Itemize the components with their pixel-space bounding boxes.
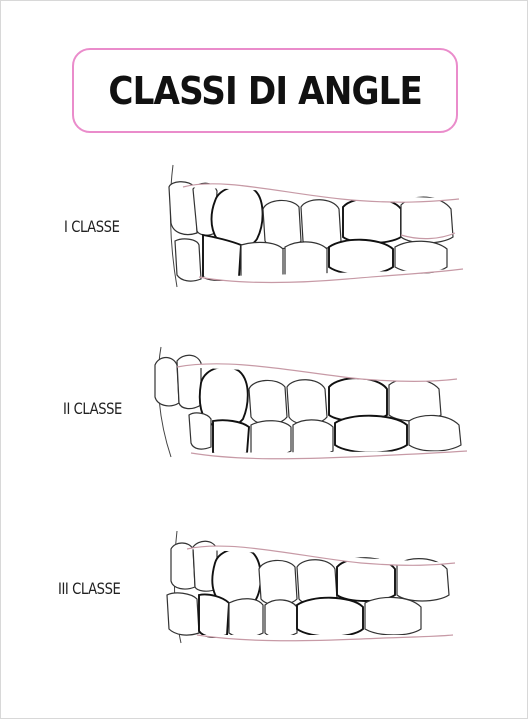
class-1-upper-gum [400, 232, 456, 240]
class-2-dentition [154, 346, 468, 460]
class-3-lower-canine [198, 593, 230, 639]
class-2-lower-premolar [292, 419, 334, 458]
class-1-dentition [168, 164, 464, 288]
class-2-label: II CLASSE [63, 399, 122, 418]
class-1-lower-second-molar [394, 240, 448, 274]
class-3-upper-gum-line [186, 545, 456, 566]
class-1-upper-premolar [300, 199, 342, 250]
class-2-upper-first-molar [328, 377, 388, 422]
class-2-lower-premolar [250, 420, 292, 458]
class-2-lower-gum [190, 450, 468, 460]
class-2-upper-second-molar [388, 378, 442, 422]
class-2-upper-premolar [286, 379, 328, 426]
class-3-lower-gum [196, 634, 454, 642]
class-2-upper-incisor [154, 356, 180, 407]
class-3-lower-first-molar [296, 596, 364, 638]
class-3-label: III CLASSE [58, 579, 121, 598]
class-3-lower-premolar [228, 598, 264, 639]
class-3-lower-premolar [264, 599, 298, 639]
class-2-lower-second-molar [408, 414, 462, 452]
class-2-upper-premolar [248, 379, 288, 426]
class-1-upper-first-molar [342, 197, 402, 244]
class-2-lower-first-molar [334, 414, 408, 454]
class-1-upper-incisor [168, 181, 198, 236]
class-1-lower-incisor [174, 238, 202, 282]
class-3-dentition [166, 530, 456, 644]
title-frame: CLASSI DI ANGLE [72, 48, 458, 133]
class-1-upper-premolar [262, 199, 302, 250]
class-3-upper-premolar [258, 559, 298, 606]
class-2-lower-canine [212, 419, 250, 457]
class-2-upper-gum-line [176, 363, 458, 382]
class-1-lower-gum [198, 268, 464, 284]
class-3-lower-second-molar [364, 596, 422, 636]
class-1-label: I CLASSE [64, 217, 120, 236]
class-2-lower-incisor [188, 412, 212, 450]
page-title: CLASSI DI ANGLE [108, 68, 422, 113]
class-2-upper-incisor [176, 354, 202, 410]
class-1-upper-gum-line [182, 183, 460, 203]
class-3-upper-incisor [170, 542, 196, 590]
class-3-lower-incisor [166, 592, 200, 636]
class-1-lower-first-molar [328, 238, 394, 276]
